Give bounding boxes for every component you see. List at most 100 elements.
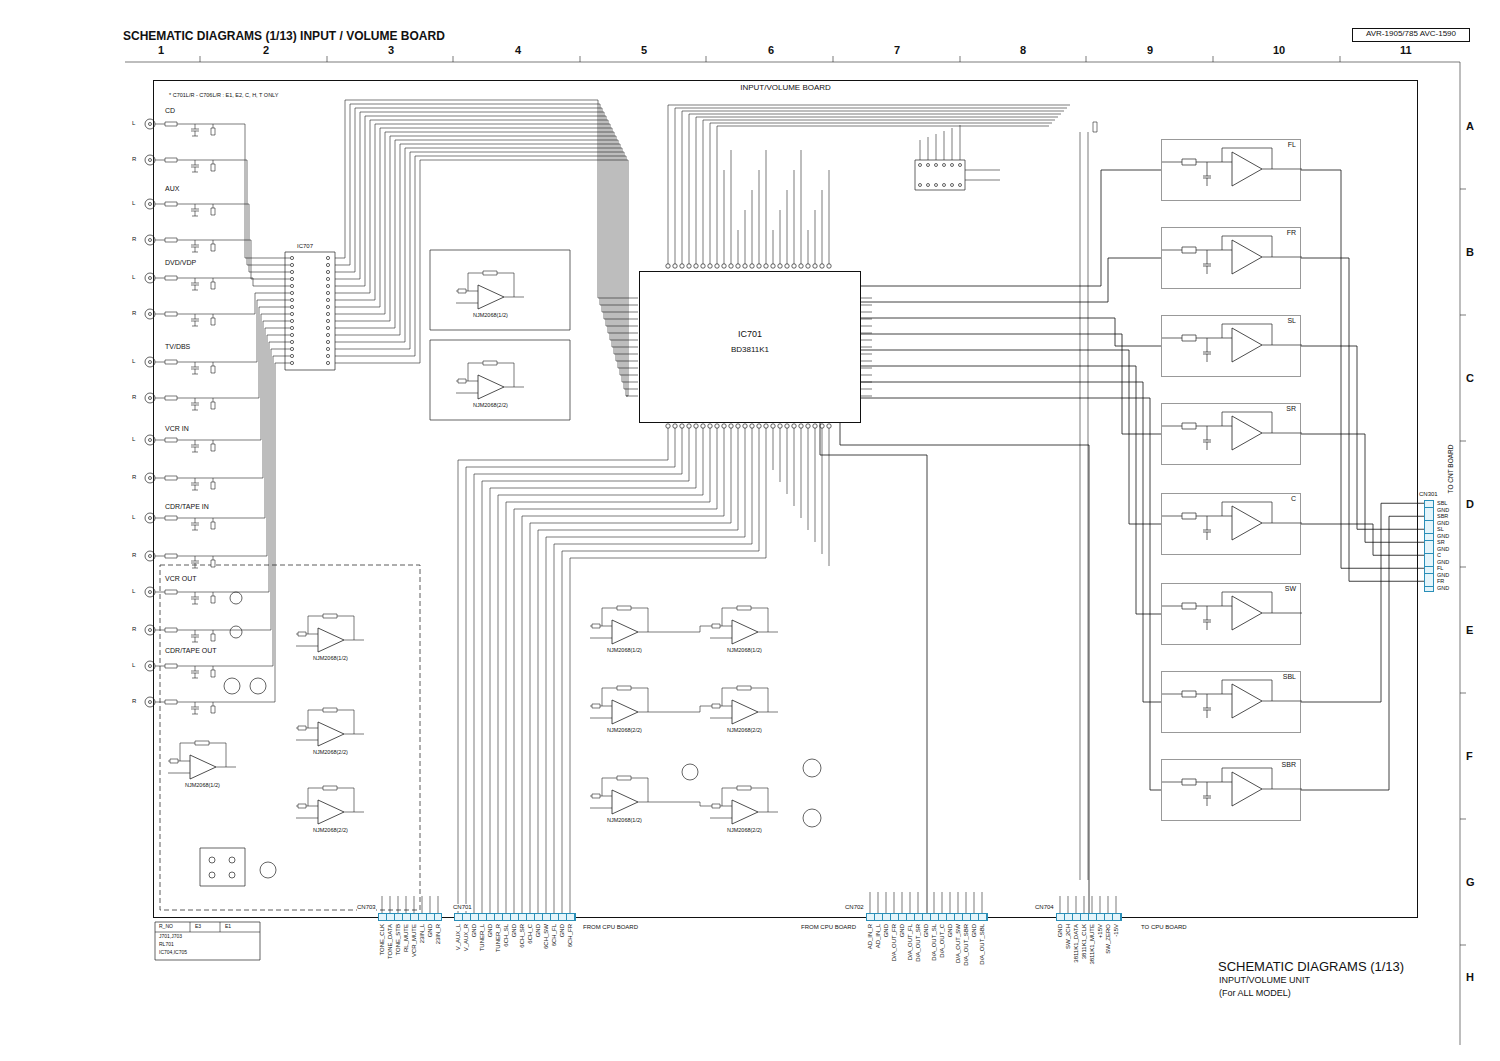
grid-column: 5 [640,44,648,56]
pin-name: TONE_STB [395,924,402,976]
part-number: NJM2068(2/2) [312,827,349,833]
page-title: SCHEMATIC DIAGRAMS (1/13) INPUT / VOLUME… [123,30,445,43]
part-number: NJM2068(1/2) [184,782,221,788]
board-region: INPUT/VOLUME BOARDIC701BD3811K1FLFRSLSRC… [153,80,1418,918]
channel-side: R [131,394,137,401]
pin-name: RL_MUTE [403,924,410,976]
pin-name: 6CH_FL [551,924,558,976]
grid-column: 1 [157,44,165,56]
jack-name: AUX [164,185,180,193]
node-title: AVR-1905/785 AVC-1590 [1366,30,1456,39]
channel-name: SBR [1282,761,1296,769]
jack-name: VCR IN [164,425,190,433]
grid-row: A [1465,120,1475,132]
amp-drawing [1162,140,1302,202]
pin-name: TONE_CLK [379,924,386,976]
part-number: NJM2068(1/2) [472,312,509,318]
opamp-symbol [1232,240,1262,274]
output-amp-stage: C [1161,493,1301,555]
part-number: NJM2068(2/2) [472,402,509,408]
grid-column: 8 [1019,44,1027,56]
opamp-symbol [1232,506,1262,540]
pin-name: GND [923,924,930,976]
pin-name: GND [1437,559,1449,566]
pin-name: VCR_MUTE [411,924,418,976]
channel-side: L [131,514,136,521]
pin-name: FR [1437,578,1444,585]
amp-drawing [1162,316,1302,378]
grid-column: 4 [514,44,522,56]
wire-connector [861,334,1161,434]
amp-drawing [1162,584,1302,646]
wire-connector [1301,346,1424,529]
wire-connector [820,423,927,913]
connector: CN301 [1424,500,1434,592]
resistor-symbol [1182,159,1196,165]
grid-column: 6 [767,44,775,56]
pin-name: 3811K1_CLK [1081,924,1088,976]
wire-connector [861,382,1161,702]
node-title: IC701 [738,330,762,340]
pin-name: GND [899,924,906,976]
amp-drawing [1162,672,1302,734]
channel-side: R [131,156,137,163]
wire-connector [861,366,1161,614]
pin-name: FL [1437,565,1443,572]
output-amp-stage: FR [1161,227,1301,289]
opamp-symbol [1232,416,1262,450]
wire-connector [861,258,1161,302]
part-number: NJM2068(2/2) [726,727,763,733]
pin-name: 6CH_SL [503,924,510,976]
output-amp-stage: SBR [1161,759,1301,821]
wire-connector [861,350,1161,524]
part-number: IC707 [296,243,314,250]
pin-name: GND [1437,507,1449,514]
pin-name: GND [1437,546,1449,553]
pin-name: GND [1437,572,1449,579]
part-number: NJM2068(2/2) [312,749,349,755]
part-number: NJM2068(1/2) [606,647,643,653]
jack-name: DVD/VDP [164,259,197,267]
resistor-symbol [1182,691,1196,697]
pin-name: SR [1437,539,1445,546]
wire-connector [1301,503,1424,702]
wire-connector [1301,258,1424,581]
output-amp-stage: FL [1161,139,1301,201]
connector-name: CN704 [1035,904,1054,911]
pin-name: GND [1437,533,1449,540]
pin-name: GND [1437,585,1449,592]
channel-side: R [131,698,137,705]
node-title: BD3811K1 [731,346,769,355]
table-cell: J701,J703 [158,934,183,940]
pin-name: D/A_OUT_SW [955,924,962,976]
grid-row: H [1465,971,1475,983]
channel-side: L [131,662,136,669]
wire-connector [1301,524,1424,555]
pin-name: SL [1437,526,1444,533]
wire [125,56,1466,1045]
jack-name: TV/DBS [164,343,191,351]
connector-destination: FROM CPU BOARD [582,924,639,931]
pin-name: GND [559,924,566,976]
wire [1162,236,1302,274]
pin-name: 3811K1_MUTE [1089,924,1096,976]
resistor-symbol [1182,247,1196,253]
resistor-symbol [165,122,1097,808]
pin-name: D/A_OUT_SL [931,924,938,976]
connector-name: CN703 [357,904,376,911]
dashed-region [160,565,420,910]
pin-name: GND [1437,520,1449,527]
note: * C701L/R - C706L/R : E1, E2, C, H, T ON… [168,92,279,98]
caption: SCHEMATIC DIAGRAMS (1/13) [1218,960,1404,974]
pin-name: 6CH_SW [543,924,550,976]
pin-name: GND [471,924,478,976]
pin-name: 23IN_L [419,924,426,976]
resistor-symbol [1182,513,1196,519]
output-amp-stage: SR [1161,403,1301,465]
pin-name: D/A_OUT_C [939,924,946,976]
table-cell: E3 [194,924,202,930]
pin-name: V_AUX_L [455,924,462,976]
resistor-symbol [1182,423,1196,429]
